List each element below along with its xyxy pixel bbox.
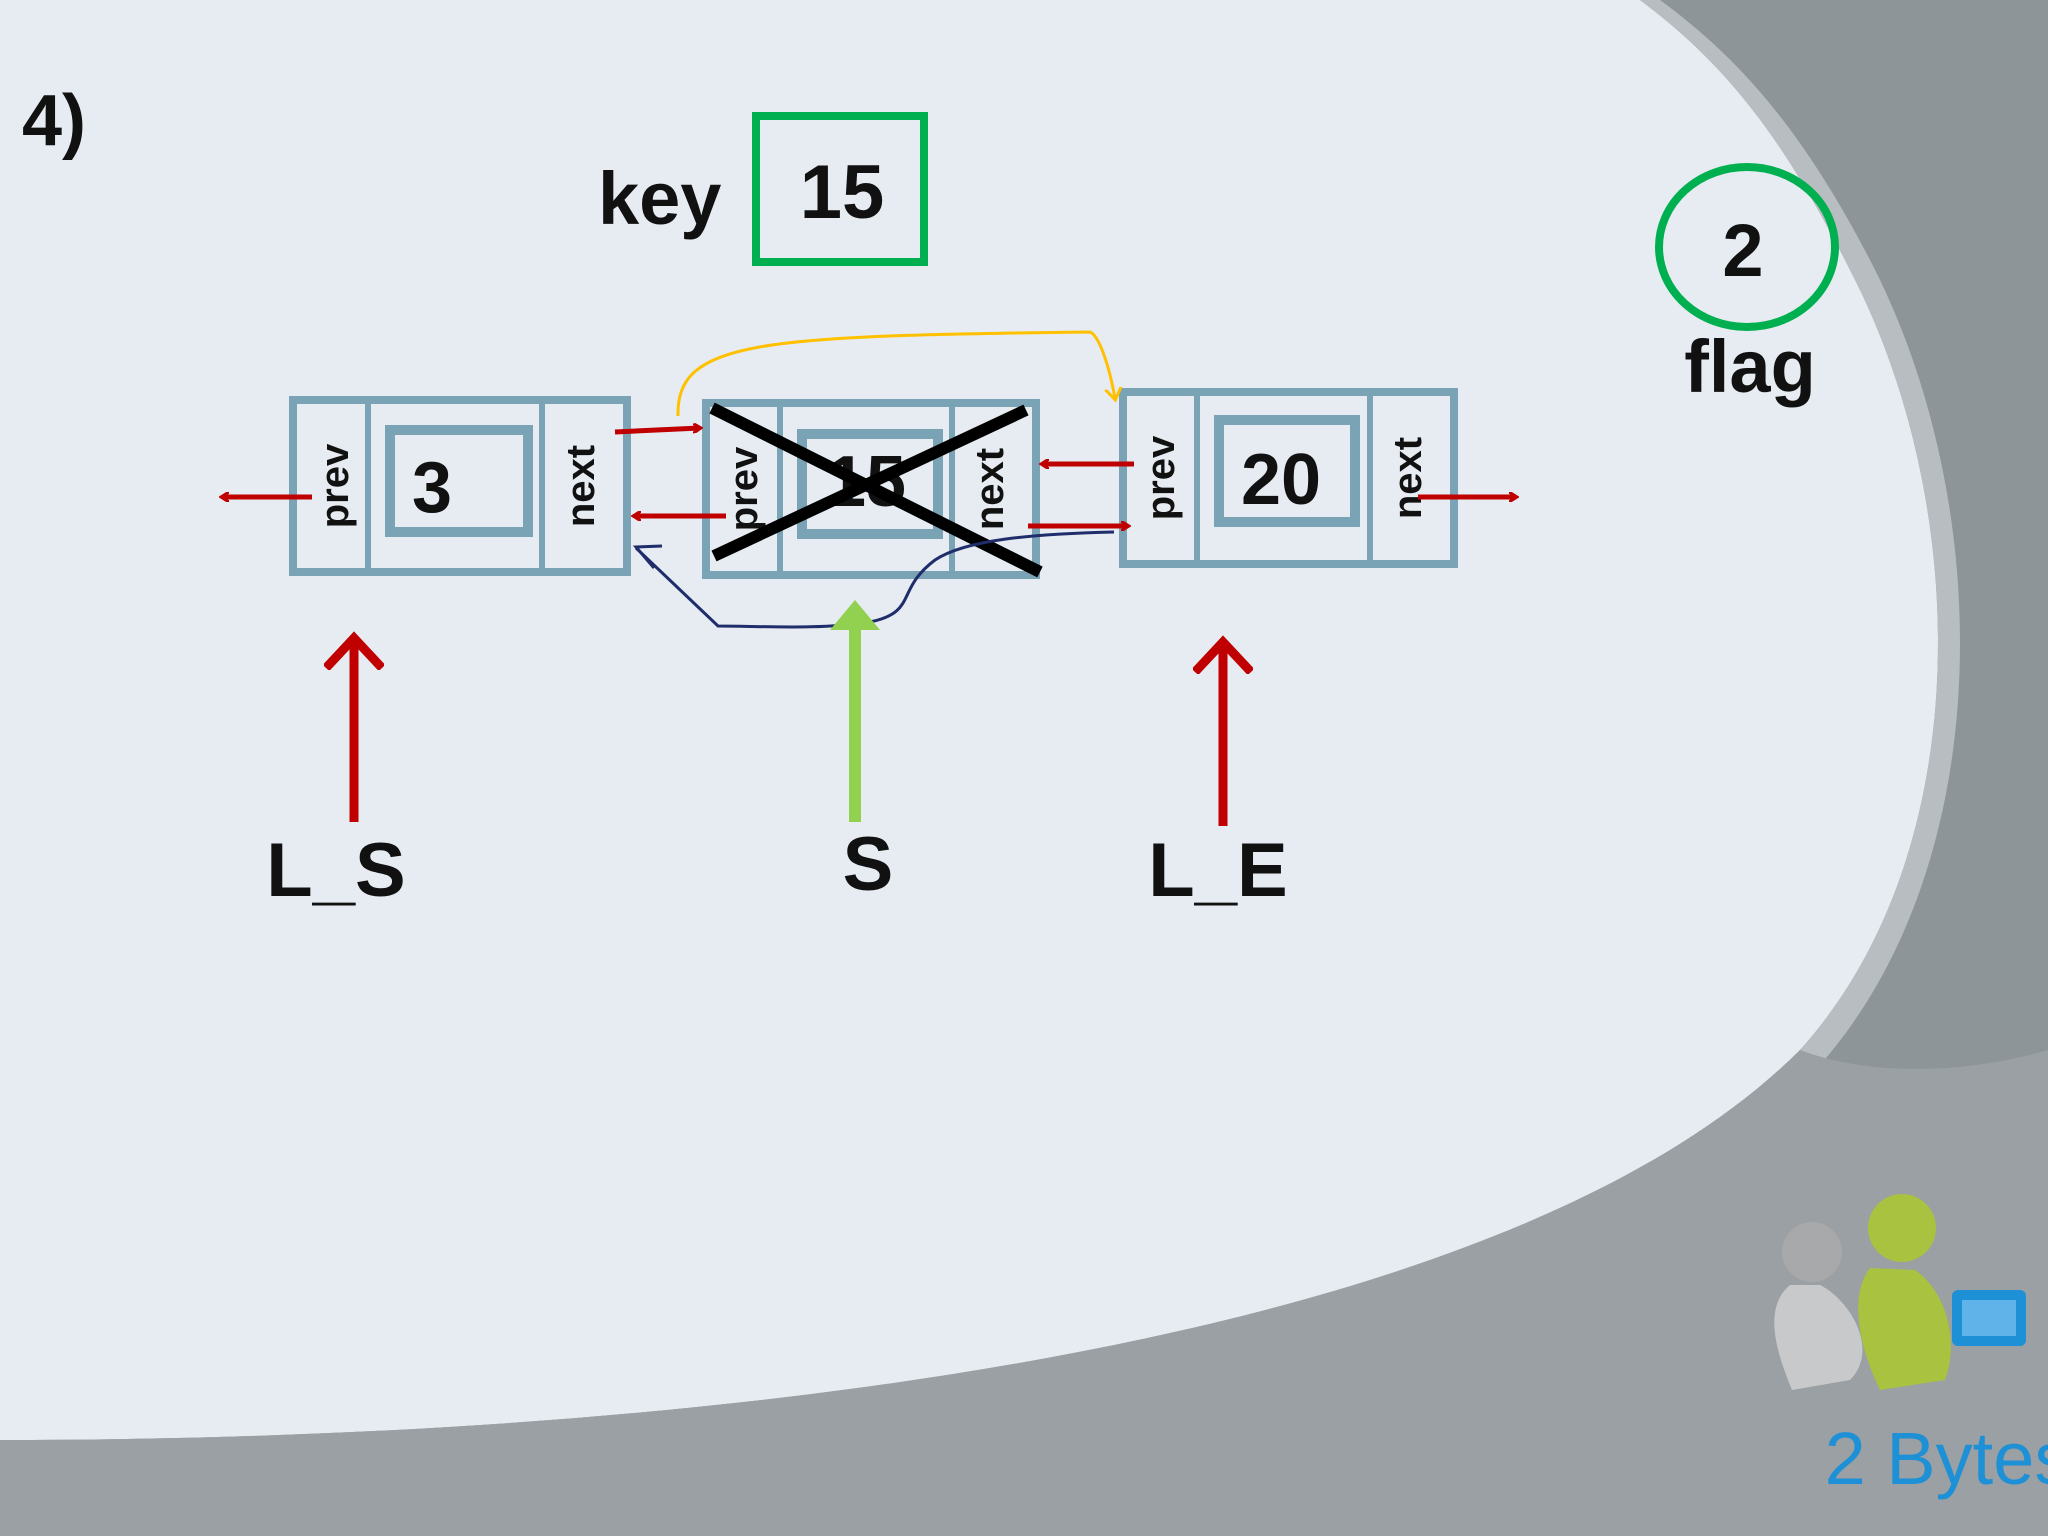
delete-cross-line xyxy=(709,402,1043,578)
node-value-box xyxy=(385,425,533,537)
logo-person-head-grey xyxy=(1782,1222,1842,1282)
node-prev-label: prev xyxy=(1139,435,1183,520)
node-next-label: next xyxy=(1386,437,1430,519)
node-value-box xyxy=(1214,415,1360,527)
logo-monitor-screen xyxy=(1962,1300,2016,1336)
relink-next-arrow xyxy=(676,330,1115,417)
key-box xyxy=(752,112,928,266)
relink-prev-arrow xyxy=(634,530,1115,629)
list-node-15: 15 prev next xyxy=(702,399,1043,579)
logo-person-head-green xyxy=(1868,1194,1936,1262)
list-node-3: 3 prev next xyxy=(289,396,631,576)
key-value: 15 xyxy=(800,150,885,235)
node-frame xyxy=(1119,388,1458,568)
l-e-label: L_E xyxy=(1148,828,1287,913)
flag-label: flag xyxy=(1684,325,1816,408)
node-frame xyxy=(702,399,1040,579)
node-value-box xyxy=(797,429,943,539)
node-prev-label: prev xyxy=(313,443,357,528)
key-label: key xyxy=(598,157,721,240)
node-value: 20 xyxy=(1241,440,1321,520)
logo-person-body-green xyxy=(1858,1268,1951,1390)
node-prev-label: prev xyxy=(722,446,766,531)
relink-prev-arrowhead xyxy=(632,544,663,569)
flag-value: 2 xyxy=(1722,209,1763,292)
flag-circle xyxy=(1655,163,1839,331)
s-label: S xyxy=(843,822,894,907)
list-node-20: 20 prev next xyxy=(1119,388,1458,568)
bottom-band xyxy=(0,1050,2048,1536)
node-value: 3 xyxy=(412,448,452,528)
node-frame xyxy=(289,396,631,576)
node-3-next-arrow xyxy=(614,428,700,435)
l-s-label: L_S xyxy=(266,828,405,913)
logo-text: 2 Bytes xyxy=(1825,1417,2048,1500)
node-next-label: next xyxy=(968,448,1012,530)
step-label: 4) xyxy=(22,81,86,161)
node-next-label: next xyxy=(559,445,603,527)
brand-logo: 2 Bytes xyxy=(1774,1194,2048,1500)
logo-person-body-grey xyxy=(1774,1285,1863,1390)
